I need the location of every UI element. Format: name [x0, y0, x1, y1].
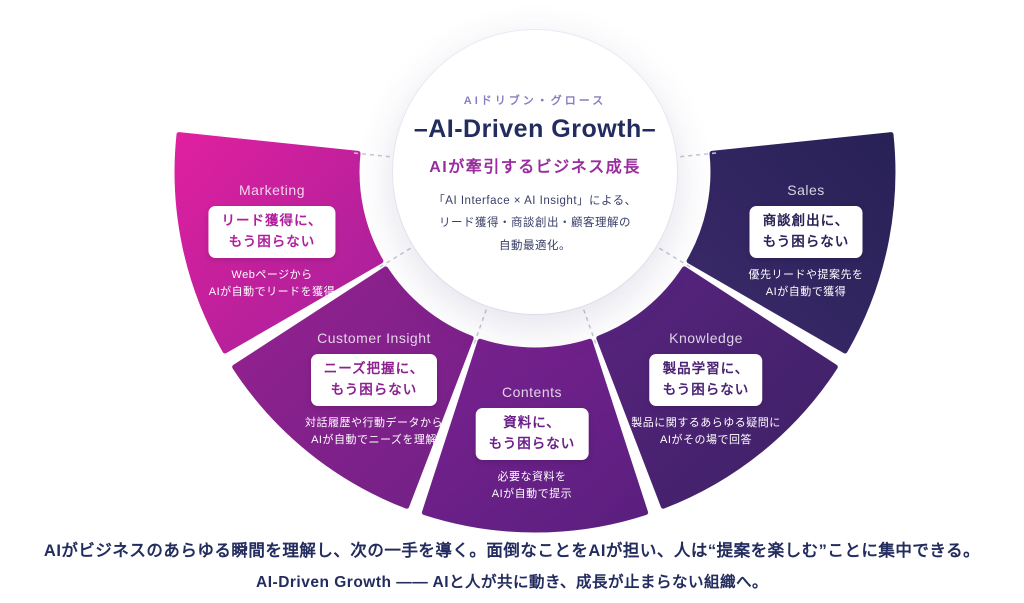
desc-line-2: AIが自動でニーズを理解: [311, 434, 437, 447]
desc-line-1: 優先リードや提案先を: [748, 268, 864, 281]
card-line-2: もう困らない: [228, 233, 316, 249]
segment-knowledge-card: 製品学習に、 もう困らない: [649, 354, 763, 406]
segment-contents-text: Contents 資料に、 もう困らない 必要な資料を AIが自動で提示: [475, 384, 589, 504]
segment-sales-desc: 優先リードや提案先を AIが自動で獲得: [749, 267, 864, 302]
desc-line-2: AIが自動で提示: [491, 488, 573, 501]
desc-line-1: 製品に関するあらゆる疑問に: [631, 416, 781, 429]
segment-contents-card: 資料に、 もう困らない: [475, 408, 589, 460]
card-line-2: もう困らない: [488, 435, 576, 451]
desc-line-1: Webページから: [231, 268, 313, 281]
segment-customer-insight-card: ニーズ把握に、 もう困らない: [310, 354, 438, 406]
segment-sales-label: Sales: [787, 182, 825, 198]
card-line-1: 資料に、: [503, 415, 561, 430]
card-line-1: ニーズ把握に、: [323, 361, 425, 376]
segment-contents-label: Contents: [501, 384, 563, 400]
segment-marketing-card: リード獲得に、 もう困らない: [208, 206, 336, 258]
center-kicker: AIドリブン・グロース: [463, 95, 607, 107]
connector-dashes: [351, 152, 719, 346]
card-line-1: 商談創出に、: [762, 213, 850, 228]
card-line-2: もう困らない: [662, 381, 750, 397]
center-body-line-3: 自動最適化。: [498, 239, 571, 252]
center-circle: AIドリブン・グロース –AI-Driven Growth– AIが牽引するビジ…: [393, 30, 677, 314]
desc-line-1: 必要な資料を: [497, 470, 567, 483]
segment-marketing-desc: Webページから AIが自動でリードを獲得: [208, 267, 335, 302]
segment-sales-card: 商談創出に、 もう困らない: [749, 206, 863, 258]
segment-marketing-text: Marketing リード獲得に、 もう困らない Webページから AIが自動で…: [208, 182, 336, 302]
desc-line-1: 対話履歴や行動データから: [305, 416, 443, 429]
segment-customer-insight-desc: 対話履歴や行動データから AIが自動でニーズを理解: [305, 415, 443, 450]
desc-line-2: AIがその場で回答: [660, 434, 752, 447]
segment-customer-insight-text: Customer Insight ニーズ把握に、 もう困らない 対話履歴や行動デ…: [305, 330, 443, 450]
desc-line-2: AIが自動でリードを獲得: [208, 286, 336, 299]
card-line-1: 製品学習に、: [662, 361, 750, 376]
desc-line-2: AIが自動で獲得: [765, 286, 847, 299]
card-line-2: もう困らない: [762, 233, 850, 249]
segment-customer-insight-label: Customer Insight: [317, 330, 431, 346]
center-body: 「AI Interface × AI Insight」による、 リード獲得・商談…: [433, 190, 636, 257]
segment-knowledge-text: Knowledge 製品学習に、 もう困らない 製品に関するあらゆる疑問に AI…: [631, 330, 781, 450]
segment-knowledge-label: Knowledge: [669, 330, 743, 346]
footer-line-1: AIがビジネスのあらゆる瞬間を理解し、次の一手を導く。面倒なことをAIが担い、人…: [43, 542, 981, 560]
card-line-2: もう困らない: [330, 381, 418, 397]
footer-line-2: AI-Driven Growth ―― AIと人が共に動き、成長が止まらない組織…: [256, 574, 768, 591]
center-body-line-1: 「AI Interface × AI Insight」による、: [433, 195, 637, 207]
segment-sales-text: Sales 商談創出に、 もう困らない 優先リードや提案先を AIが自動で獲得: [749, 182, 864, 302]
segment-marketing-label: Marketing: [239, 182, 305, 198]
center-subtitle: AIが牽引するビジネス成長: [429, 159, 641, 176]
segment-knowledge-desc: 製品に関するあらゆる疑問に AIがその場で回答: [631, 415, 781, 450]
center-body-line-2: リード獲得・商談創出・顧客理解の: [438, 217, 631, 230]
segment-contents-desc: 必要な資料を AIが自動で提示: [476, 469, 589, 504]
card-line-1: リード獲得に、: [221, 213, 323, 228]
center-title: –AI-Driven Growth–: [413, 115, 657, 143]
